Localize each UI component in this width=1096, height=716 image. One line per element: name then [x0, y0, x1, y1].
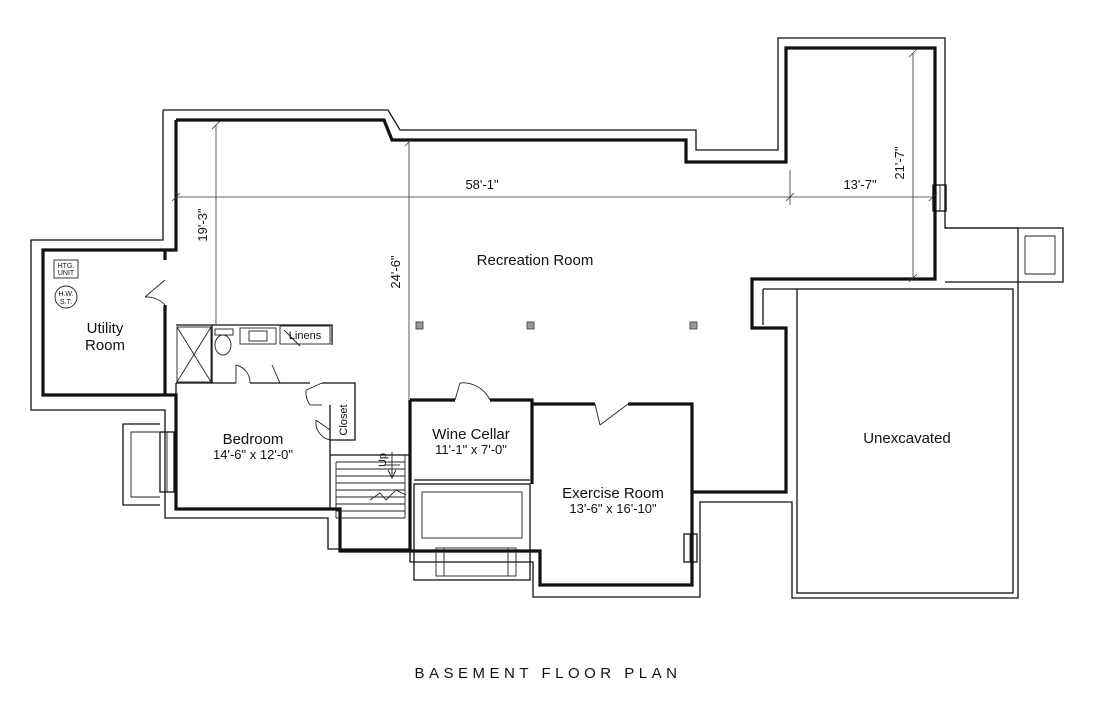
wine-cellar-size: 11'-1" x 7'-0" — [435, 442, 507, 457]
window-bedroom — [159, 431, 175, 493]
exterior-wall-inner — [41, 46, 937, 587]
heating-unit-label-line2: UNIT — [58, 270, 75, 277]
window-well-east — [945, 227, 1064, 283]
heating-unit-icon — [53, 259, 79, 279]
exterior-wall-outer — [30, 37, 1019, 599]
heating-unit-label-line1: HTG. — [58, 263, 75, 270]
stairs-up-label: Up — [377, 453, 389, 467]
window-east — [932, 184, 947, 212]
unexcavated-area — [796, 288, 1014, 594]
water-heater-label-line2: S.T. — [60, 299, 72, 306]
exercise-room-label: Exercise Room — [562, 485, 664, 502]
utility-room-label-line2: Room — [85, 337, 125, 354]
recreation-room-label: Recreation Room — [477, 252, 594, 269]
door-swings — [144, 279, 629, 441]
stairs — [335, 452, 407, 519]
toilet-icon — [214, 328, 234, 356]
water-heater-label-line1: H.W. — [58, 291, 73, 298]
post — [689, 321, 698, 330]
post — [415, 321, 424, 330]
wine-cellar-label: Wine Cellar — [432, 426, 510, 443]
dimension-lines — [171, 48, 938, 400]
closet-label: Closet — [338, 404, 350, 435]
bedroom-size: 14'-6" x 12'-0" — [213, 447, 293, 462]
dimension-overall-width: 58'-1" — [465, 177, 499, 192]
window-well-bedroom — [122, 423, 160, 506]
post — [526, 321, 535, 330]
window-well-wine — [413, 483, 531, 581]
plan-title: BASEMENT FLOOR PLAN — [415, 665, 682, 682]
bedroom-label: Bedroom — [223, 431, 284, 448]
dimension-center-depth: 24'-6" — [388, 255, 403, 289]
dimension-left-depth: 19'-3" — [195, 208, 210, 242]
utility-room-label-line1: Utility — [87, 320, 124, 337]
dimension-right-depth: 21'-7" — [892, 146, 907, 180]
window-exercise — [683, 533, 698, 563]
water-heater-icon — [54, 285, 78, 309]
interior-walls — [163, 250, 694, 551]
dimension-right-width: 13'-7" — [843, 177, 877, 192]
unexcavated-label: Unexcavated — [863, 430, 951, 447]
linens-label: Linens — [289, 330, 322, 342]
exercise-room-size: 13'-6" x 16'-10" — [569, 501, 657, 516]
